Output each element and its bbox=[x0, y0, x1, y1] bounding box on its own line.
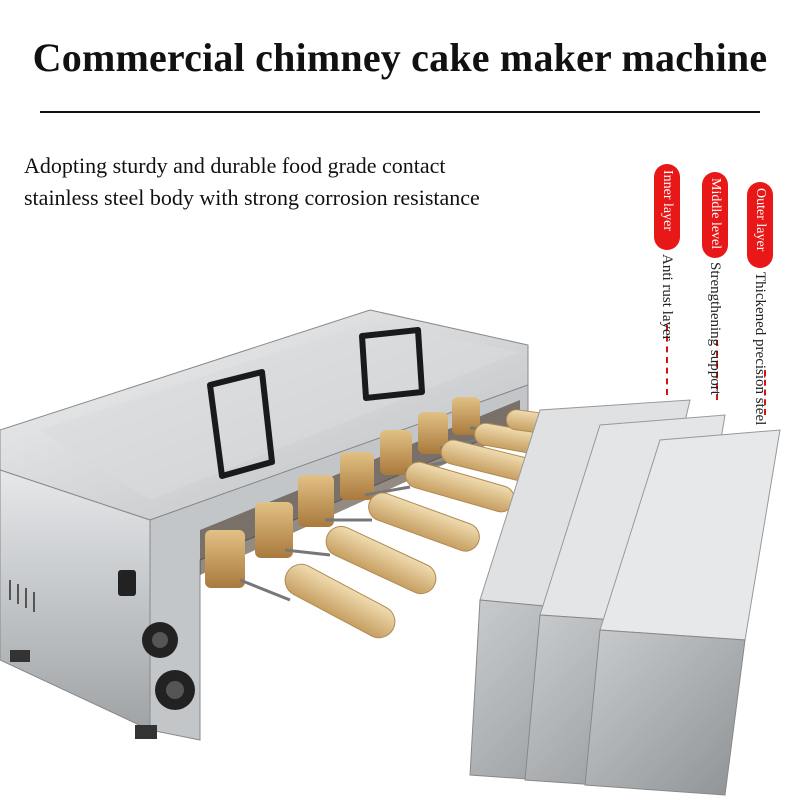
cake-drums bbox=[205, 397, 480, 588]
outer-layer-text: Thickened precision steel bbox=[752, 272, 768, 426]
outer-layer-badge: Outer layer bbox=[747, 182, 773, 268]
page-title: Commercial chimney cake maker machine bbox=[32, 35, 768, 80]
middle-layer-label: Middle level bbox=[708, 178, 723, 250]
description-line-2: stainless steel body with strong corrosi… bbox=[24, 185, 480, 210]
outer-layer-pointer bbox=[764, 370, 766, 415]
title-divider bbox=[40, 111, 760, 113]
steel-plates bbox=[469, 399, 781, 796]
wooden-handles bbox=[284, 409, 603, 639]
inner-layer-pointer bbox=[666, 325, 668, 395]
description-line-1: Adopting sturdy and durable food grade c… bbox=[24, 153, 446, 178]
description: Adopting sturdy and durable food grade c… bbox=[24, 150, 584, 214]
middle-layer-text: Strengthening support bbox=[707, 262, 723, 395]
middle-layer-pointer bbox=[716, 340, 718, 400]
inner-layer-badge: Inner layer bbox=[654, 164, 680, 250]
inner-layer-label: Inner layer bbox=[660, 170, 675, 232]
inner-layer-text: Anti rust layer bbox=[659, 254, 675, 341]
middle-layer-badge: Middle level bbox=[702, 172, 728, 258]
outer-layer-label: Outer layer bbox=[753, 188, 768, 252]
